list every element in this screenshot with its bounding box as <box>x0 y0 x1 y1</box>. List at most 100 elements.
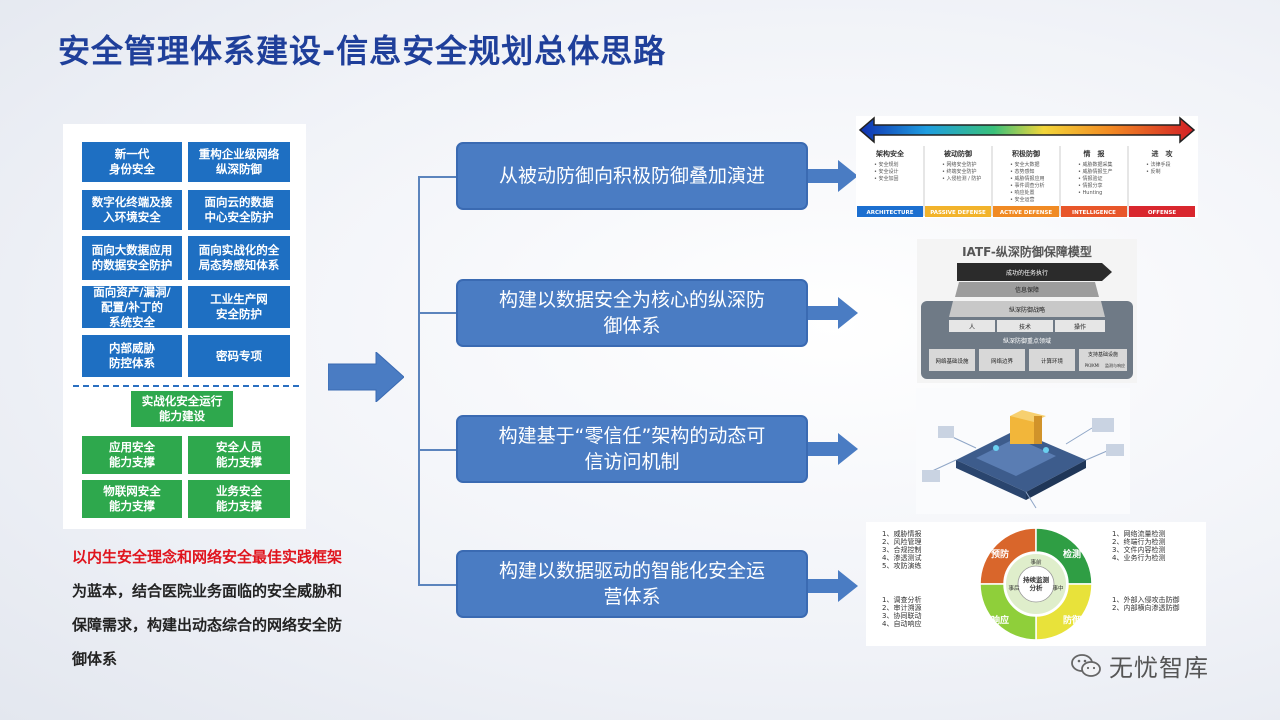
ops-list-item: 4、渗透测试 <box>882 553 921 562</box>
approach-box: 从被动防御向积极防御叠加演进 <box>456 142 808 210</box>
iatf-sub: 监测与响应 <box>1105 362 1125 368</box>
cycle-center-label: 持续监测 <box>1023 575 1050 584</box>
iatf-box: 网络基础设施 <box>935 357 969 365</box>
capability-cell: 内部威胁 防控体系 <box>82 335 182 377</box>
scale-footer-band <box>993 206 1059 217</box>
capability-cell: 面向资产/漏洞/ 配置/补丁的 系统安全 <box>82 285 182 329</box>
ops-list-item: 1、威胁情报 <box>882 529 921 538</box>
approach-box: 构建以数据驱动的智能化安全运营体系 <box>456 550 808 618</box>
bracket-branch <box>418 584 458 586</box>
support-cell: 业务安全 能力支撑 <box>188 480 290 518</box>
scale-column-title: 架构安全 <box>875 149 905 158</box>
scale-column-item: • 响应处置 <box>1010 189 1035 196</box>
capability-cell: 重构企业级网络 纵深防御 <box>188 142 290 182</box>
ops-list-item: 3、协同联动 <box>882 611 921 620</box>
scale-footer-label: ACTIVE DEFENSE <box>1000 210 1052 216</box>
cycle-quadrant-label: 防御 <box>1063 614 1081 626</box>
scale-footer-label: PASSIVE DEFENSE <box>930 210 986 216</box>
iatf-model-figure: IATF-纵深防御保障模型 成功的任务执行 信息保障 纵深防御战略 人 技术 操… <box>917 239 1137 383</box>
scale-column-item: • 安全加固 <box>874 175 899 182</box>
cycle-phase-label: 事前 <box>1030 558 1042 566</box>
zero-trust-svg <box>922 410 1124 509</box>
iatf-layer2: 信息保障 <box>1015 286 1039 294</box>
capability-cell: 数字化终端及接 入环境安全 <box>82 190 182 230</box>
sliding-scale-svg: 架构安全• 安全规划• 安全设计• 安全加固ARCHITECTURE被动防御• … <box>857 116 1196 217</box>
panel-divider <box>73 385 299 387</box>
approach-box: 构建基于“零信任”架构的动态可信访问机制 <box>456 415 808 483</box>
scale-column-item: • 安全运营 <box>1010 196 1035 203</box>
iatf-zone: 纵深防御重点领域 <box>1003 337 1051 345</box>
bracket-line <box>418 176 420 586</box>
note-text: 为蓝本，结合医院业务面临的安全威胁和保障需求，构建出动态综合的网络安全防御体系 <box>72 582 343 668</box>
ops-list-item: 1、调查分析 <box>882 595 921 604</box>
capability-cell: 新一代 身份安全 <box>82 142 182 182</box>
scale-column-title: 进 攻 <box>1152 149 1174 158</box>
arrow-right-icon <box>808 160 858 192</box>
iatf-arrow-text: 成功的任务执行 <box>1006 269 1048 277</box>
capability-cell: 面向云的数据 中心安全防护 <box>188 190 290 230</box>
scale-column-title: 被动防御 <box>944 149 972 158</box>
capability-cell: 面向大数据应用 的数据安全防护 <box>82 236 182 280</box>
scale-column-item: • 威胁情报生产 <box>1078 168 1113 175</box>
capability-cell: 工业生产网 安全防护 <box>188 286 290 328</box>
ops-list-item: 4、业务行为检测 <box>1112 553 1165 562</box>
ops-list-item: 2、审计溯源 <box>882 603 921 612</box>
iatf-svg: IATF-纵深防御保障模型 成功的任务执行 信息保障 纵深防御战略 人 技术 操… <box>921 244 1133 379</box>
approach-box: 构建以数据安全为核心的纵深防御体系 <box>456 279 808 347</box>
scale-column-item: • 态势感知 <box>1010 168 1035 175</box>
scale-column-item: • 情报验证 <box>1078 175 1103 182</box>
ops-list-item: 5、攻防演练 <box>882 561 921 570</box>
cycle-quadrant-label: 响应 <box>991 614 1009 626</box>
note-highlight: 以内生安全理念和网络安全最佳实践框架 <box>72 548 343 566</box>
iatf-title: IATF-纵深防御保障模型 <box>962 244 1092 259</box>
support-cell: 物联网安全 能力支撑 <box>82 480 182 518</box>
ops-list-item: 2、终端行为检测 <box>1112 537 1165 546</box>
scale-column-item: • 网络安全防护 <box>942 161 977 168</box>
summary-note: 以内生安全理念和网络安全最佳实践框架为蓝本，结合医院业务面临的安全威胁和保障需求… <box>72 540 342 676</box>
scale-footer-band <box>925 206 991 217</box>
capability-cell: 面向实战化的全 局态势感知体系 <box>188 236 290 280</box>
scale-column-item: • 入侵检测 / 防护 <box>942 175 981 182</box>
ops-list-item: 1、外部入侵攻击防御 <box>1112 595 1179 604</box>
arrow-right-icon <box>808 433 858 465</box>
scale-column-title: 情 报 <box>1084 149 1106 158</box>
iatf-tech: 技术 <box>1019 323 1031 331</box>
scale-footer-label: INTELLIGENCE <box>1072 210 1116 216</box>
scale-column-item: • Hunting <box>1078 190 1102 196</box>
scale-column-title: 积极防御 <box>1012 149 1040 158</box>
support-cell: 应用安全 能力支撑 <box>82 436 182 474</box>
wechat-icon <box>1071 653 1101 677</box>
ops-list-item: 3、合规控制 <box>882 545 921 554</box>
zero-trust-illustration <box>916 388 1130 514</box>
cycle-phase-label: 事中 <box>1052 584 1063 592</box>
page-title: 安全管理体系建设-信息安全规划总体思路 <box>58 32 667 70</box>
cycle-core <box>1017 565 1055 603</box>
ops-list-item: 1、网络流量检测 <box>1112 529 1165 538</box>
iatf-box: 计算环境 <box>1041 357 1064 365</box>
iatf-sub: PKI/KMI <box>1085 363 1100 368</box>
cycle-phase-label: 事后 <box>1008 584 1020 592</box>
capability-cell: 密码专项 <box>188 335 290 377</box>
iatf-box: 支持基础设施 <box>1088 351 1118 358</box>
ops-list-item: 2、内部横向渗透防御 <box>1112 603 1179 612</box>
iatf-layer3: 纵深防御战略 <box>1009 306 1045 314</box>
brand-watermark: 无忧智库 <box>1071 648 1209 683</box>
scale-footer-band <box>857 206 923 217</box>
brand-text: 无忧智库 <box>1109 654 1209 682</box>
scale-column-item: • 安全规划 <box>874 161 899 168</box>
scale-column-item: • 威胁数据采集 <box>1078 161 1113 168</box>
scale-column-item: • 情报分享 <box>1078 182 1103 189</box>
scale-column-item: • 反制 <box>1146 168 1161 175</box>
ops-list-item: 2、风险管理 <box>882 537 921 546</box>
scale-column-item: • 终端安全防护 <box>942 168 977 175</box>
iatf-ops: 操作 <box>1074 323 1086 331</box>
cycle-quadrant-label: 预防 <box>991 548 1009 560</box>
flow-arrow-icon <box>328 352 404 402</box>
scale-column-item: • 威胁情报应用 <box>1010 175 1045 182</box>
scale-footer-band <box>1129 206 1195 217</box>
scale-column-item: • 安全设计 <box>874 168 899 175</box>
scale-column-item: • 法律手段 <box>1146 161 1171 168</box>
